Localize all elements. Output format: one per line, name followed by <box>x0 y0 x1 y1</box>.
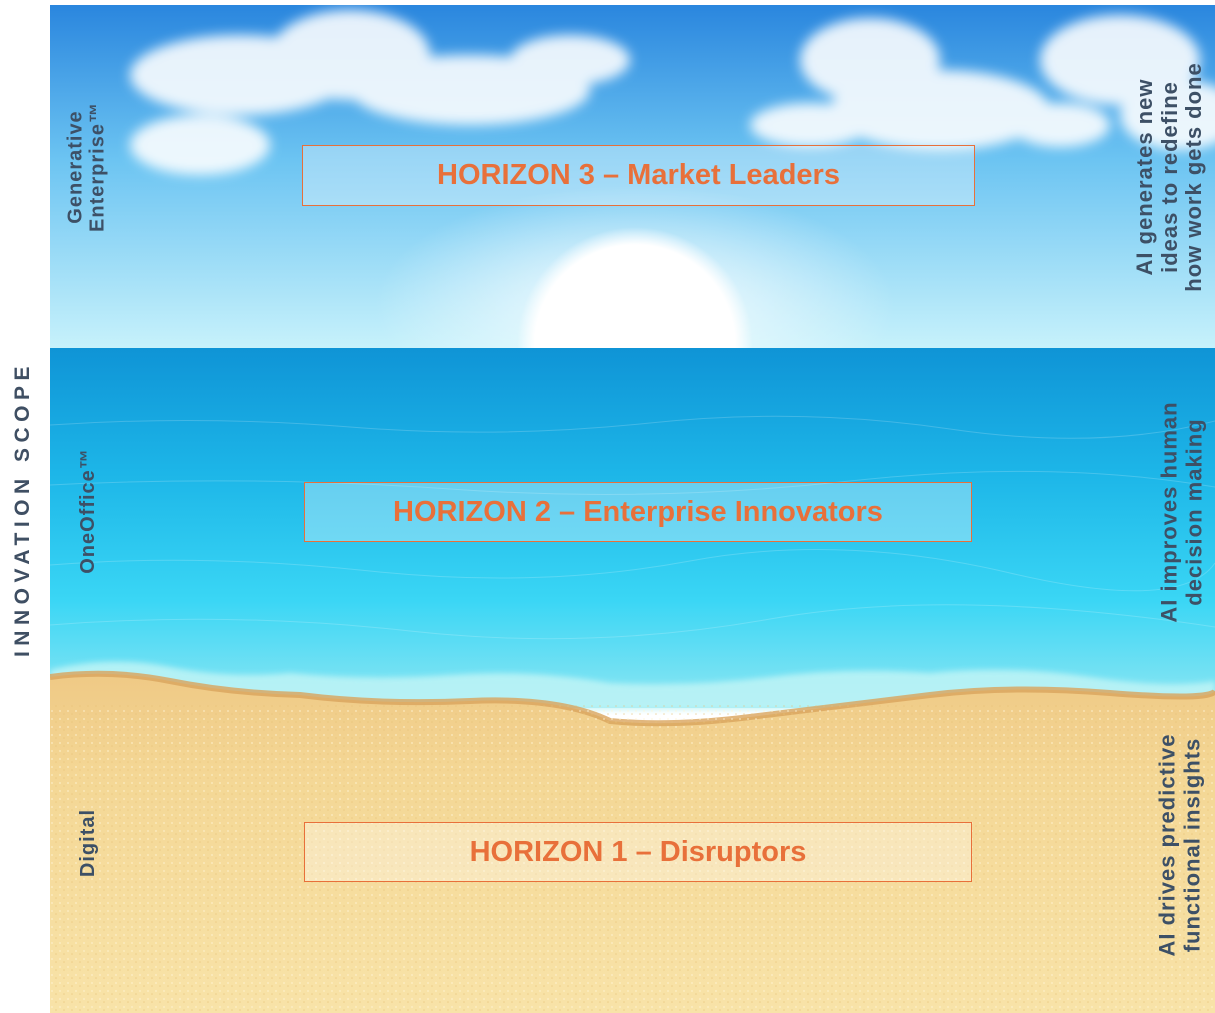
clouds <box>130 10 1215 175</box>
h2-description-line-1: AI improves human <box>1156 401 1182 623</box>
generative-enterprise-label: Generative Enterprise™ <box>65 102 110 232</box>
h3-description-line-1: AI generates new <box>1132 78 1158 276</box>
horizon-2-box: HORIZON 2 – Enterprise Innovators <box>304 482 972 542</box>
h1-description-label: AI drives predictive functional insights <box>1154 733 1204 957</box>
h1-description-line-2: functional insights <box>1179 737 1204 953</box>
sand-texture <box>50 705 1215 1013</box>
h2-description-label: AI improves human decision making <box>1156 401 1206 623</box>
generative-enterprise-line-2: Enterprise™ <box>87 102 109 232</box>
h2-description-line-2: decision making <box>1181 418 1206 606</box>
generative-enterprise-line-1: Generative <box>64 110 87 224</box>
beach-horizon-background <box>50 5 1215 1013</box>
h1-description-line-1: AI drives predictive <box>1154 733 1180 957</box>
digital-label: Digital <box>76 808 99 878</box>
h3-description-line-3: how work gets done <box>1181 62 1207 292</box>
sea <box>50 348 1215 708</box>
h3-description-line-2: ideas to redefine <box>1156 81 1182 273</box>
oneoffice-label: OneOffice™ <box>76 448 99 574</box>
horizon-3-box: HORIZON 3 – Market Leaders <box>302 145 975 206</box>
h3-description-label: AI generates new ideas to redefine how w… <box>1132 62 1207 292</box>
innovation-scope-axis-title: INNOVATION SCOPE <box>11 360 34 658</box>
sea-ripples <box>50 415 1215 640</box>
horizon-1-box: HORIZON 1 – Disruptors <box>304 822 972 882</box>
